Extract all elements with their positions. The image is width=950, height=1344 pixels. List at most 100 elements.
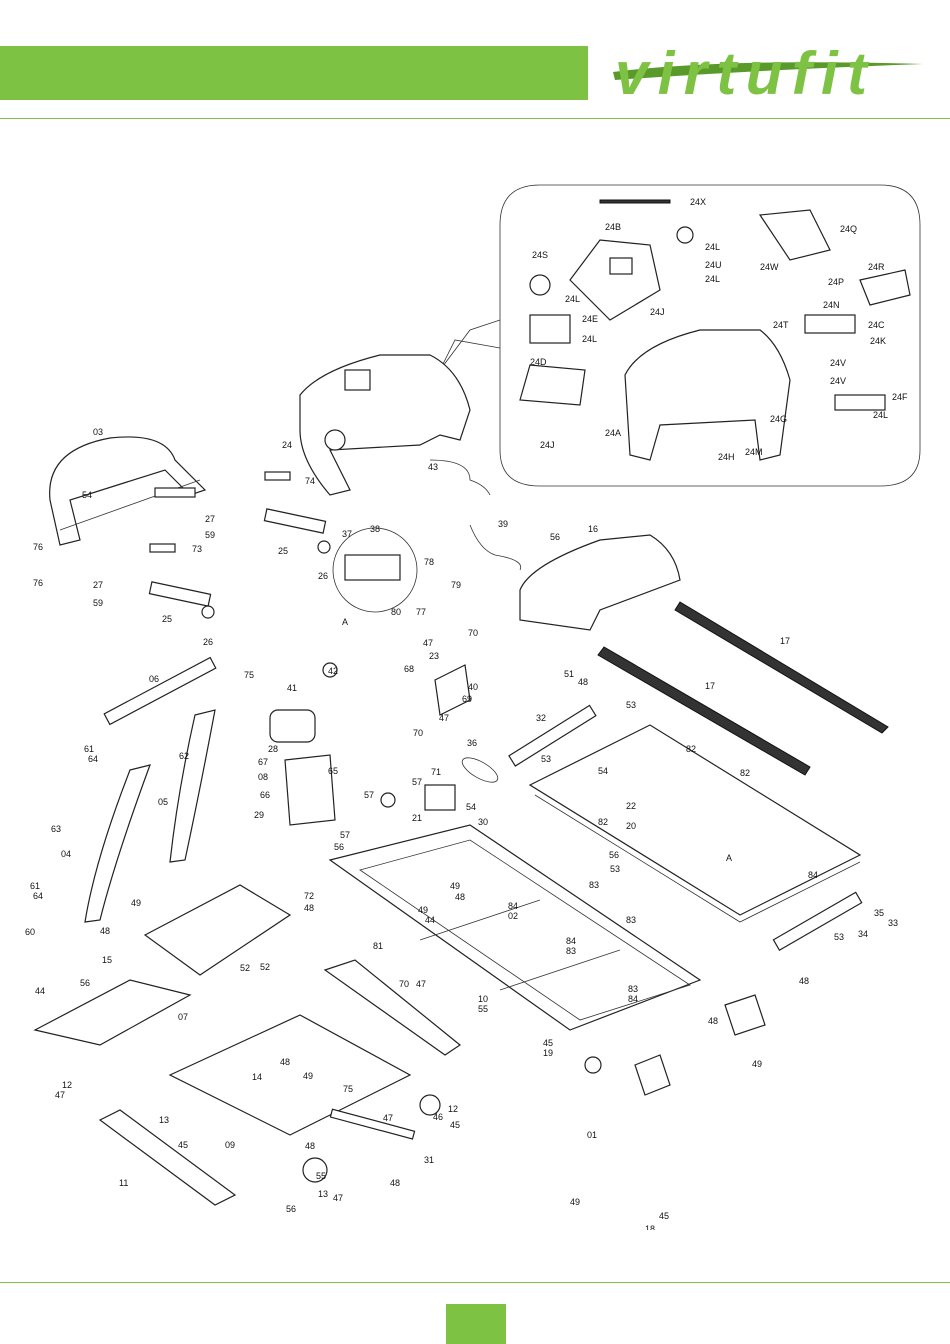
cable-43 [429, 459, 491, 496]
handle-grip-25-left [148, 581, 212, 607]
part-callout: 49 [303, 1071, 313, 1081]
part-callout: 78 [424, 557, 434, 567]
rear-end-cap-19 [724, 994, 766, 1036]
speaker-24s [529, 274, 551, 296]
part-callout: 24P [828, 277, 844, 287]
rear-roller-33 [772, 891, 863, 952]
part-callout: 53 [834, 932, 844, 942]
part-callout: 24L [705, 242, 720, 252]
wheel-13-center [419, 1094, 441, 1116]
part-callout: 77 [416, 607, 426, 617]
overlay-24q [758, 209, 831, 261]
part-callout: 70 [413, 728, 423, 738]
part-callout: 24C [868, 320, 885, 330]
base-plate-15 [143, 884, 292, 976]
side-cover-09 [98, 1109, 237, 1206]
part-callout: 43 [428, 462, 438, 472]
part-callout: 80 [391, 607, 401, 617]
part-callout: 37 [342, 529, 352, 539]
front-roller-32 [508, 704, 597, 767]
part-callout: 27 [205, 514, 215, 524]
part-callout: 26 [318, 571, 328, 581]
part-callout: 31 [424, 1155, 434, 1165]
base-frame-01 [168, 1014, 412, 1136]
part-callout: 49 [450, 881, 460, 891]
incline-motor-40 [434, 664, 471, 716]
part-callout: 12 [62, 1080, 72, 1090]
part-callout: 48 [578, 677, 588, 687]
part-callout: 53 [541, 754, 551, 764]
part-callout: 24 [282, 440, 292, 450]
part-callout: 25 [278, 546, 288, 556]
part-callout: 74 [305, 476, 315, 486]
logo-swoosh [613, 62, 923, 80]
wheel-13-left [302, 1157, 328, 1183]
part-callout: 29 [254, 810, 264, 820]
part-callout: 24S [532, 250, 548, 260]
part-callout: 45 [178, 1140, 188, 1150]
part-callout: 24U [705, 260, 722, 270]
handle-stub [154, 487, 196, 498]
frame-inner [359, 839, 691, 1021]
part-callout: 70 [399, 979, 409, 989]
flywheel-42 [322, 662, 338, 678]
part-callout: 38 [370, 524, 380, 534]
console-assembly-24 [299, 354, 471, 496]
part-callout: 56 [286, 1204, 296, 1214]
side-rail-17-left [597, 646, 811, 776]
part-callout: 24F [892, 392, 908, 402]
part-callout: 28 [268, 744, 278, 754]
part-callout: 12 [448, 1104, 458, 1114]
part-callout: 61 [84, 744, 94, 754]
part-callout: 48 [280, 1057, 290, 1067]
bracket-24d [519, 364, 586, 406]
part-callout: 63 [51, 824, 61, 834]
part-callout: 46 [433, 1112, 443, 1122]
part-callout: 57 [364, 790, 374, 800]
part-callout: 57 [412, 777, 422, 787]
part-callout: 49 [131, 898, 141, 908]
part-callout: 54 [82, 490, 92, 500]
part-callout: 24V [830, 358, 846, 368]
axle-31 [329, 1108, 416, 1140]
part-callout: 26 [203, 637, 213, 647]
part-callout: 71 [431, 767, 441, 777]
part-callout: 07 [178, 1012, 188, 1022]
part-callout: 56 [80, 978, 90, 988]
part-callout: 70 [468, 628, 478, 638]
part-callout: 84 [508, 901, 518, 911]
part-callout: 24K [870, 336, 886, 346]
part-callout: 56 [609, 850, 619, 860]
part-callout: 33 [888, 918, 898, 928]
part-callout: 03 [93, 427, 103, 437]
part-callout: 35 [874, 908, 884, 918]
part-callout: 48 [304, 903, 314, 913]
part-callout: 06 [149, 674, 159, 684]
part-callout: 82 [686, 744, 696, 754]
part-callout: 13 [159, 1115, 169, 1125]
part-callout: 24T [773, 320, 789, 330]
part-callout: A [726, 853, 732, 863]
pcb-24e [529, 314, 571, 344]
part-callout: 44 [35, 986, 45, 996]
part-callout: 48 [455, 892, 465, 902]
part-callout: 48 [708, 1016, 718, 1026]
part-callout: A [342, 617, 348, 627]
part-callout: 24V [830, 376, 846, 386]
part-callout: 83 [628, 984, 638, 994]
part-callout: 36 [467, 738, 477, 748]
part-callout: 47 [439, 713, 449, 723]
bubble-pointer [439, 319, 501, 371]
keypad-24c [804, 314, 856, 334]
part-callout: 24E [582, 314, 598, 324]
part-callout: 11 [119, 1178, 128, 1188]
part-callout: 48 [305, 1141, 315, 1151]
part-callout: 01 [587, 1130, 597, 1140]
part-callout: 69 [462, 694, 472, 704]
wheel-13-right [584, 1056, 602, 1074]
logo-graphic: virtufit [613, 40, 923, 107]
part-callout: 24L [565, 294, 580, 304]
part-callout: 67 [258, 757, 268, 767]
part-callout: 15 [102, 955, 112, 965]
part-callout: 24W [760, 262, 779, 272]
